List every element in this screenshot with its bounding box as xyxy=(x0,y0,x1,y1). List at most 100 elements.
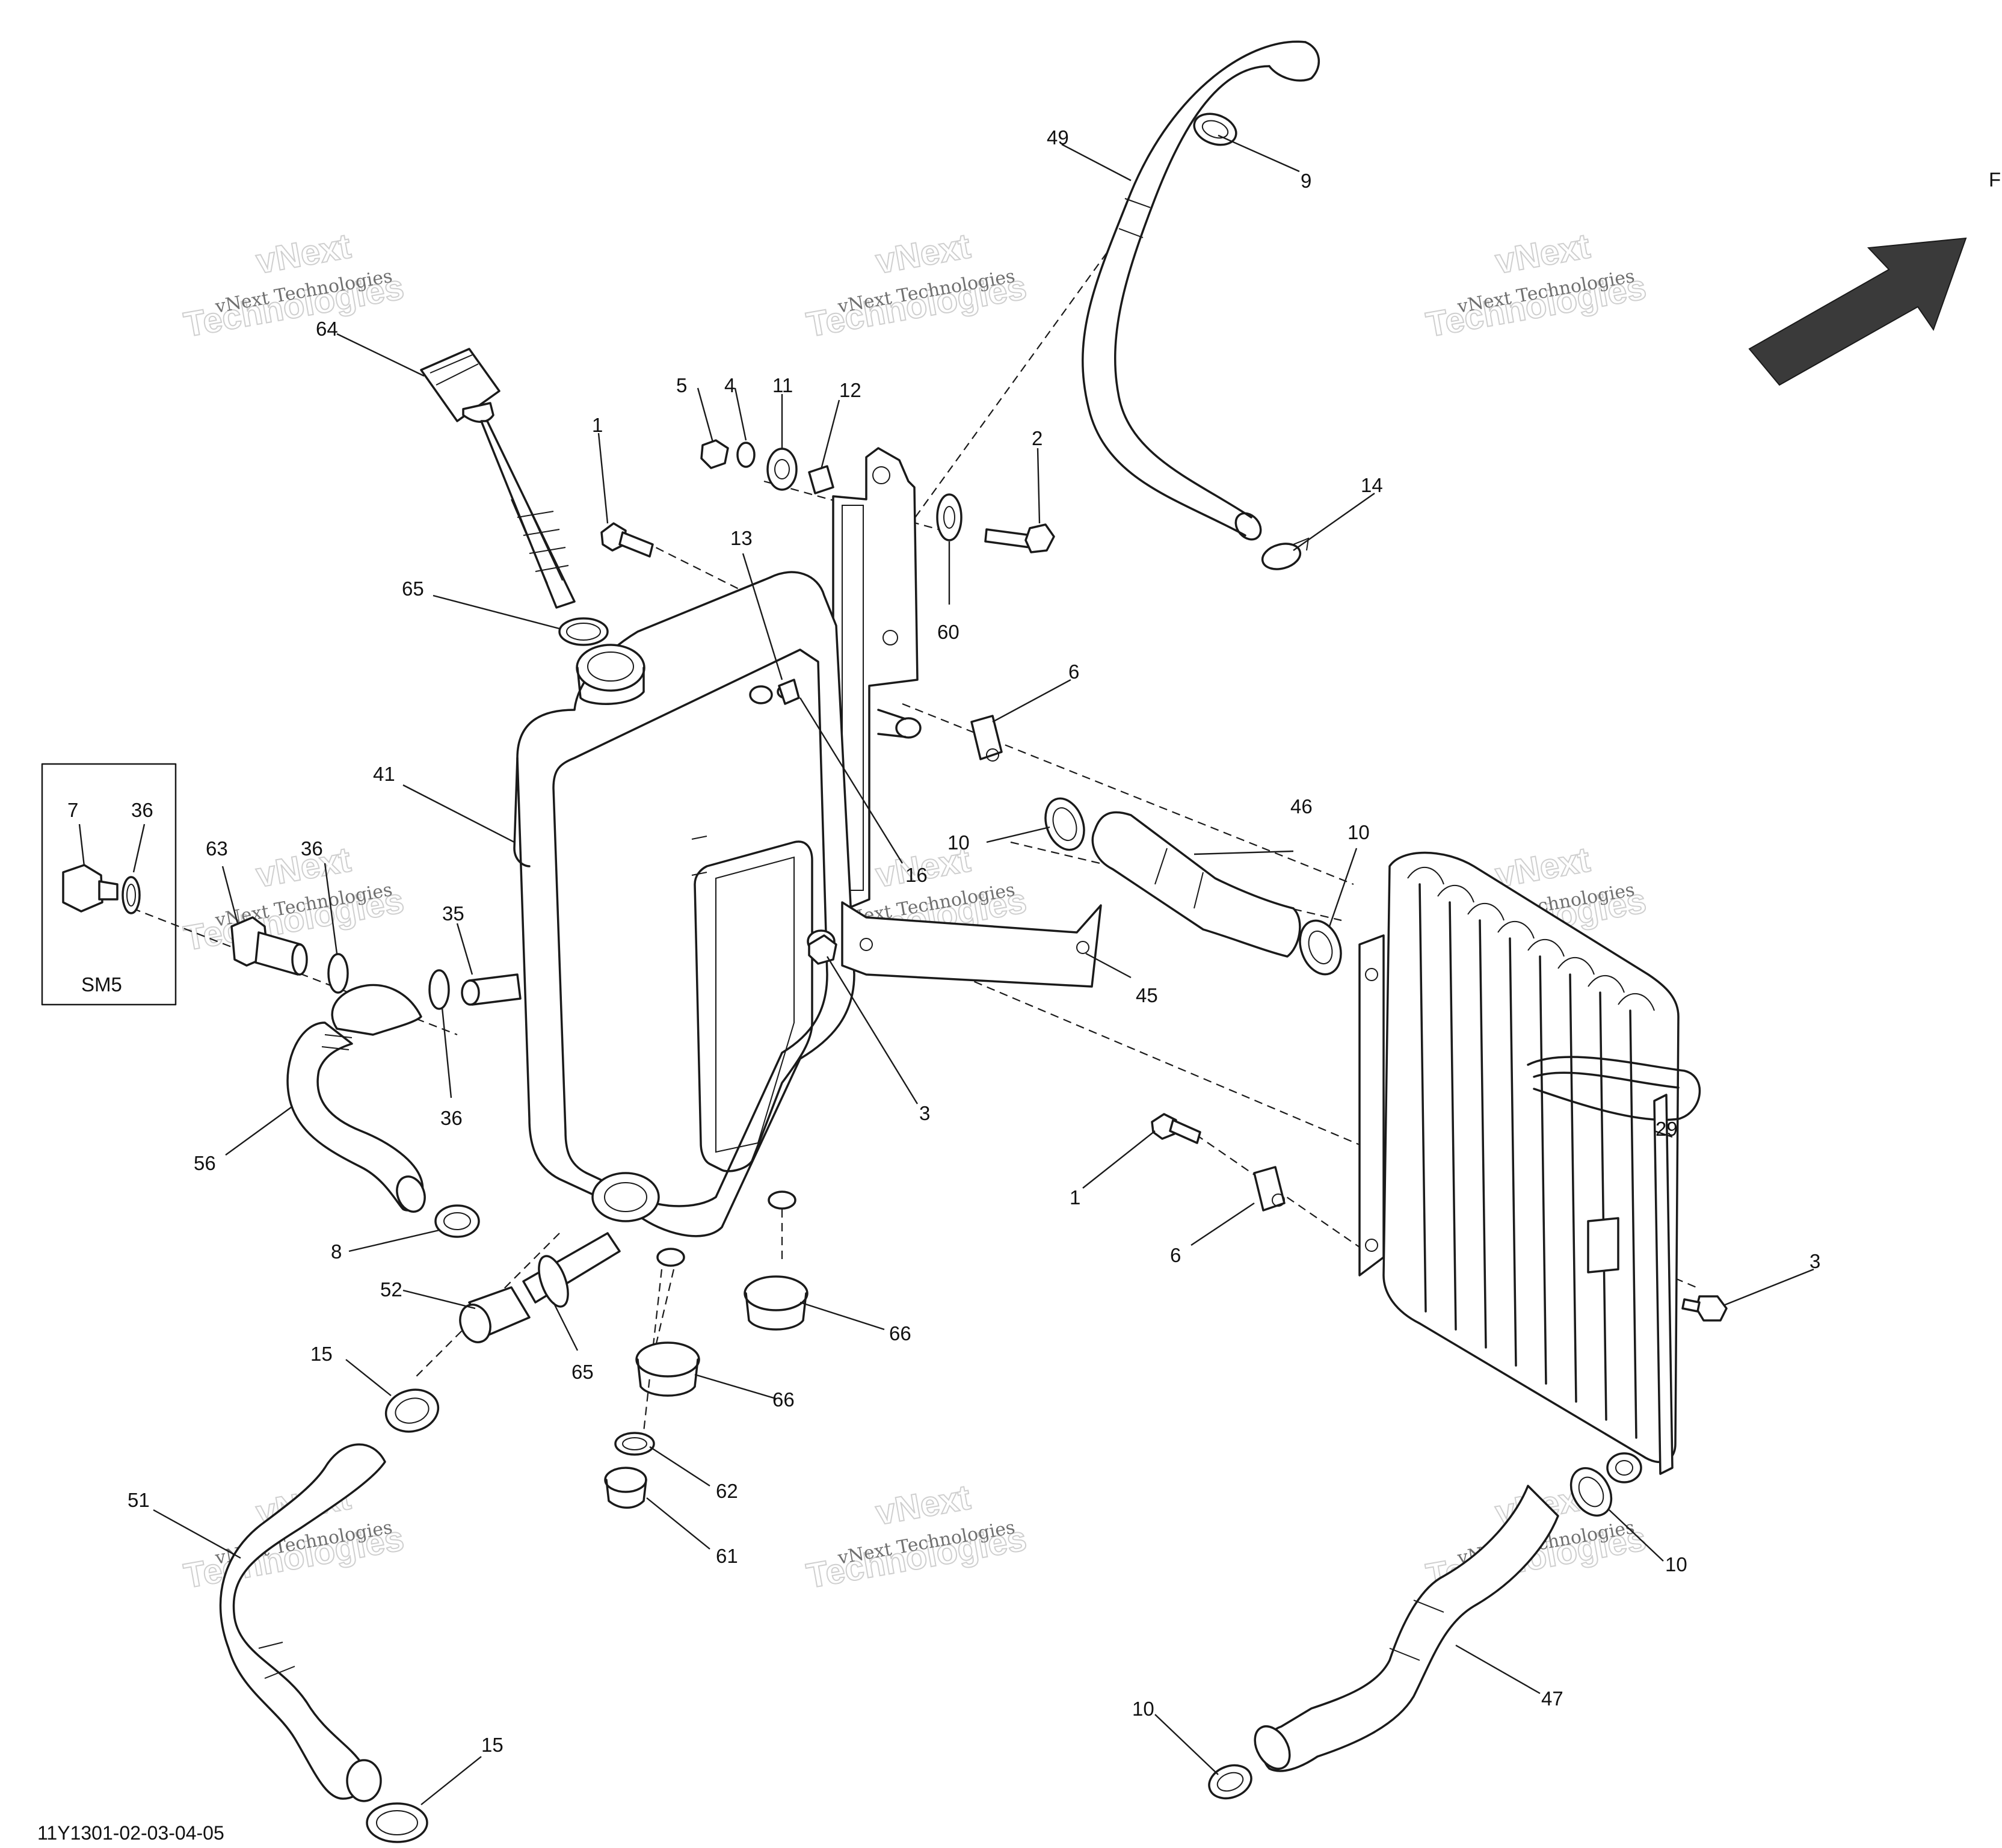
clamp-10-c xyxy=(1569,1467,1613,1517)
callout-6-lower: 6 xyxy=(1170,1244,1181,1266)
callout-15-upper: 15 xyxy=(310,1343,333,1365)
washer-36-a xyxy=(327,953,349,994)
diagram-reference-code: 11Y1301-02-03-04-05 xyxy=(37,1822,224,1844)
svg-text:vNext: vNext xyxy=(253,226,354,281)
clamp-10-d xyxy=(1208,1764,1252,1800)
clip-6-upper xyxy=(970,715,1003,762)
callout-8: 8 xyxy=(331,1240,342,1263)
callout-63: 63 xyxy=(206,837,228,860)
washer-60 xyxy=(936,493,962,541)
dipstick-64 xyxy=(420,348,576,609)
watermark-top-center: Technologies vNext vNext Technologies xyxy=(803,226,1030,345)
hose-49 xyxy=(1082,40,1320,541)
callout-10-a: 10 xyxy=(947,831,970,854)
clamp-14 xyxy=(1261,537,1310,570)
svg-text:vNext: vNext xyxy=(873,1477,973,1532)
callout-41: 41 xyxy=(373,763,395,785)
callout-36-c: 36 xyxy=(440,1107,463,1129)
washer-36-b xyxy=(428,969,450,1010)
clamp-9 xyxy=(1193,112,1237,146)
callout-1-mid: 1 xyxy=(1070,1186,1080,1209)
bolt-3-left xyxy=(808,934,837,965)
seal-65-bottom xyxy=(538,1255,569,1308)
callout-56: 56 xyxy=(194,1152,216,1174)
callout-15-lower: 15 xyxy=(481,1734,504,1756)
hose-47 xyxy=(1254,1485,1559,1772)
callout-64: 64 xyxy=(316,318,338,340)
callout-65-bottom: 65 xyxy=(571,1361,594,1383)
clamp-15-upper xyxy=(384,1388,440,1433)
watermark-bottom-left: Technologies vNext vNext Technologies xyxy=(180,1477,407,1596)
callout-5: 5 xyxy=(676,374,687,396)
fitting-13 xyxy=(778,679,800,705)
clip-6-lower xyxy=(1253,1166,1286,1212)
callout-10-b: 10 xyxy=(1348,821,1370,843)
leader-lines xyxy=(78,134,1814,1805)
oil-cooler-29 xyxy=(1358,851,1701,1483)
callout-49: 49 xyxy=(1047,126,1069,149)
callout-29: 29 xyxy=(1656,1118,1678,1140)
callout-13: 13 xyxy=(730,527,753,549)
watermark-bottom-center: Technologies vNext vNext Technologies xyxy=(803,1477,1030,1596)
direction-letter: F xyxy=(1989,168,2001,191)
watermark-top-right: Technologies vNext vNext Technologies xyxy=(1423,226,1649,345)
bolt-1-mid xyxy=(1151,1113,1201,1144)
callout-9: 9 xyxy=(1301,170,1311,192)
washer-4 xyxy=(736,442,756,468)
clamp-15-lower xyxy=(366,1802,428,1843)
callout-7: 7 xyxy=(67,799,78,821)
callout-65-top: 65 xyxy=(402,578,424,600)
bracket-45 xyxy=(841,901,1102,988)
front-direction-arrow: F xyxy=(1748,168,2001,386)
callout-36-b: 36 xyxy=(301,837,323,860)
callout-11: 11 xyxy=(772,374,793,396)
callout-46: 46 xyxy=(1290,795,1313,818)
callout-10-d: 10 xyxy=(1132,1698,1154,1720)
callout-47: 47 xyxy=(1541,1687,1563,1710)
hose-56 xyxy=(286,984,426,1213)
clamp-10-a xyxy=(1044,797,1085,851)
mount-66-b xyxy=(635,1341,700,1397)
clamp-8 xyxy=(434,1204,480,1238)
callout-3-right: 3 xyxy=(1810,1250,1820,1272)
callout-12: 12 xyxy=(839,379,861,401)
callout-66-a: 66 xyxy=(889,1322,911,1344)
svg-text:vNext: vNext xyxy=(873,226,973,281)
callout-61: 61 xyxy=(716,1545,738,1567)
watermark-top-left: Technologies vNext vNext Technologies xyxy=(180,226,407,345)
callout-1-top: 1 xyxy=(592,414,603,436)
seal-62 xyxy=(614,1432,655,1456)
callout-16: 16 xyxy=(905,864,928,886)
hose-51 xyxy=(219,1443,386,1802)
callout-2: 2 xyxy=(1032,427,1043,449)
callout-36-a: 36 xyxy=(131,799,153,821)
banjo-bolt-63 xyxy=(230,916,308,976)
bolt-2 xyxy=(984,523,1055,553)
callout-45: 45 xyxy=(1136,984,1158,1006)
callout-14: 14 xyxy=(1361,474,1383,496)
clamp-10-b xyxy=(1299,919,1342,976)
callout-66-b: 66 xyxy=(772,1388,795,1411)
bolt-1-top xyxy=(600,522,654,558)
callout-51: 51 xyxy=(128,1489,150,1511)
kit-sm5-box: SM5 xyxy=(41,763,177,1006)
hose-46 xyxy=(1091,811,1301,958)
spacer-12 xyxy=(808,465,834,494)
callout-labels: 49 9 14 64 5 4 11 12 1 2 60 13 65 6 10 4… xyxy=(67,126,1820,1756)
grommet-11 xyxy=(766,448,798,491)
plug-61 xyxy=(604,1467,647,1509)
fitting-52 xyxy=(459,1232,621,1343)
callout-35: 35 xyxy=(442,902,464,925)
callout-60: 60 xyxy=(937,621,959,643)
callout-10-c: 10 xyxy=(1665,1553,1687,1575)
callout-4: 4 xyxy=(724,374,735,396)
nut-5 xyxy=(700,439,729,469)
callout-6-upper: 6 xyxy=(1068,661,1079,683)
callout-52: 52 xyxy=(380,1278,402,1301)
seal-65 xyxy=(558,617,609,646)
bolt-3-right xyxy=(1681,1295,1728,1322)
mounting-bracket xyxy=(832,447,919,916)
mount-66-a xyxy=(744,1275,808,1331)
oil-tank-41 xyxy=(461,571,922,1267)
